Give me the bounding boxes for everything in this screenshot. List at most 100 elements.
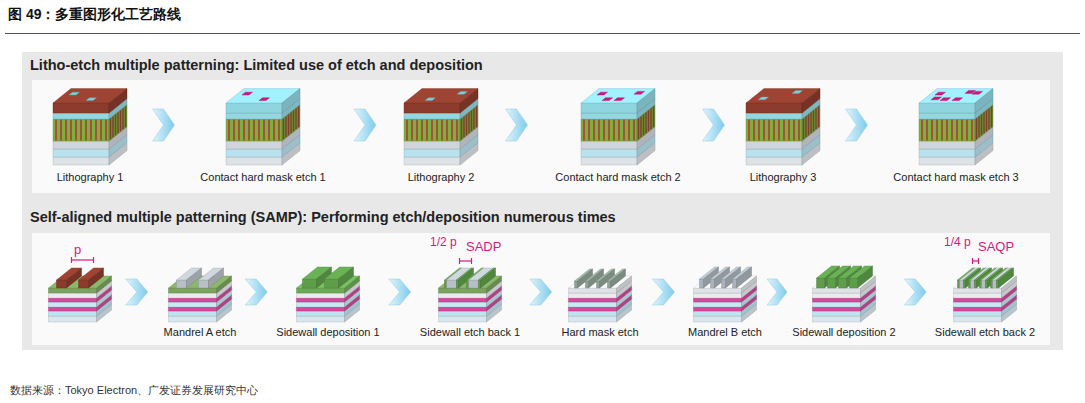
stripe-line [936,120,938,141]
pattern-feature [479,280,481,288]
contact-hole [931,97,942,100]
wafer-layer [581,157,637,165]
wafer-layer [439,298,487,302]
wafer-layer [169,293,217,298]
process-step: Lithography 1 [50,84,130,184]
stripe-line [468,112,469,133]
stripe-line [815,108,816,129]
stripe-line [461,118,462,139]
stripe-line [288,114,289,135]
pattern-feature [209,268,224,288]
flow-arrow [846,109,868,141]
stripe-line [783,120,785,141]
pattern-feature [737,267,752,288]
wafer-layer [569,288,617,293]
dimension-line [72,259,94,260]
stripe-line [618,120,620,141]
stripe-line [75,120,77,141]
wafer-stack [569,269,632,322]
stripe-line [961,120,963,141]
wafer-layer [169,307,217,311]
contact-hole [952,98,963,101]
flow-arrow [126,279,148,305]
wafer-layer [746,119,802,141]
stripe-line [120,110,121,131]
wafer-layer [226,113,282,119]
flow-arrow [389,279,411,305]
wafer-layer [569,311,617,316]
pattern-feature [79,280,89,288]
stripe-line [803,118,804,139]
step-label: Contact hard mask etch 2 [555,171,680,184]
stripe-line [451,120,453,141]
wafer-layer [746,157,802,165]
wafer-layer [581,141,637,149]
stripe-line [805,116,806,137]
wafer-layer [569,307,617,311]
dimension-line [973,260,979,261]
wafer-layer [49,288,97,293]
stripe-line [463,116,464,137]
stripe-line [60,120,62,141]
hardmask-layer [282,89,300,113]
stripe-line [411,120,413,141]
stripe-line [976,118,977,139]
stripe-line [90,120,92,141]
contact-hole [792,91,803,94]
process-step: Lithography 2 [401,84,481,184]
flow-arrow [653,279,675,305]
wafer-stack [439,268,502,322]
stripe-line [476,106,477,127]
stripe-line [798,120,800,141]
stripe-line [273,120,275,141]
stripe-line [65,120,67,141]
stripe-line [238,120,240,141]
wafer-stack [813,266,876,322]
stripe-line [946,120,948,141]
dimension-line [93,257,94,263]
stripe-line [638,118,639,139]
stripe-line [122,108,123,129]
stripe-line [258,120,260,141]
process-step: Mandrel A etch [161,237,240,339]
dimension-line [972,258,973,264]
step-label: Sidewall etch back 2 [935,326,1035,339]
wafer-layer [919,149,975,157]
contact-hole [935,92,946,95]
annotation-box: SAQP [978,240,1014,255]
wafer-layer [813,298,861,302]
wafer-stack [694,267,757,322]
wafer-layer [169,298,217,302]
wafer-layer [581,119,637,141]
wafer-stack [169,268,232,322]
wafer-layer [297,307,345,311]
stripe-line [285,116,286,137]
pattern-feature [457,280,459,288]
hardmask-layer [581,103,637,113]
contact-hole [965,91,976,94]
dimension-mark [460,258,472,264]
dimension-mark [973,258,979,264]
wafer-layer [813,311,861,316]
stripe-line [978,116,979,137]
pitch-annotation: 1/4 p [944,236,971,250]
wafer-layer [297,302,345,307]
pattern-feature [199,280,209,288]
stripe-line [278,120,280,141]
wafer-layer [813,316,861,322]
wafer-layer [53,149,109,157]
stripe-line [788,120,790,141]
wafer-layer [297,293,345,298]
stripe-line [105,120,107,141]
step-label: Sidewall etch back 1 [420,326,520,339]
pattern-feature [980,280,982,288]
process-step: Contact hard mask etch 1 [197,84,329,184]
process-step: Contact hard mask etch 3 [890,84,1022,184]
stripe-line [228,120,230,141]
pattern-feature [733,279,737,288]
wafer-layer [439,307,487,311]
pattern-feature [850,278,858,288]
wafer-layer [694,311,742,316]
source-box: 数据来源：Tokyo Electron、广发证券发展研究中心 [10,383,258,398]
wafer-layer [581,113,637,119]
